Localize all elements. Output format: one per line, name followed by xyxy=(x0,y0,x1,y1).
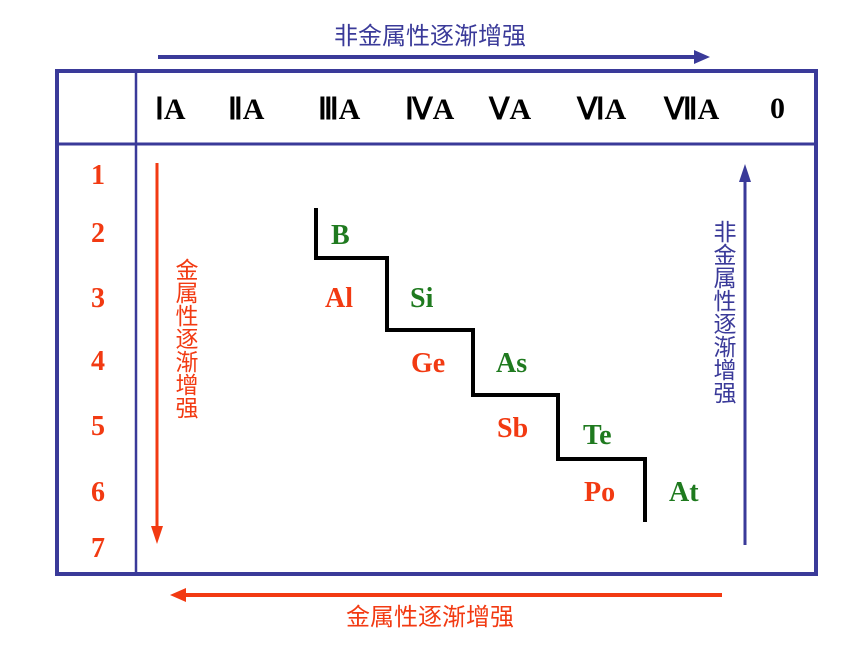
element-at: At xyxy=(669,477,699,508)
period-1: 1 xyxy=(91,160,105,191)
period-2: 2 xyxy=(91,218,105,249)
element-as: As xyxy=(496,348,528,379)
group-header-2a: ⅡA xyxy=(228,93,265,126)
group-header-6a: ⅥA xyxy=(577,93,627,126)
element-po: Po xyxy=(584,477,616,508)
top-arrow xyxy=(158,50,710,64)
metal-nonmetal-boundary xyxy=(314,208,647,522)
group-header-5a: ⅤA xyxy=(489,93,532,126)
element-ge: Ge xyxy=(411,348,446,379)
element-te: Te xyxy=(583,420,612,451)
metallic-trend-caption-bottom: 金属性逐渐增强 xyxy=(346,603,514,631)
left-down-arrow xyxy=(151,163,163,544)
element-b: B xyxy=(331,220,350,251)
group-header-0: 0 xyxy=(770,92,785,125)
group-header-7a: ⅦA xyxy=(664,93,720,126)
period-5: 5 xyxy=(91,411,105,442)
right-up-arrow xyxy=(739,164,751,545)
bottom-arrow xyxy=(170,588,722,602)
nonmetallic-trend-caption-right: 非金属性逐渐增强 xyxy=(709,220,735,404)
group-header-3a: ⅢA xyxy=(318,93,361,126)
group-header-4a: ⅣA xyxy=(405,93,455,126)
period-3: 3 xyxy=(91,283,105,314)
nonmetallic-trend-caption-top: 非金属性逐渐增强 xyxy=(334,22,526,50)
element-sb: Sb xyxy=(497,413,529,444)
group-header-1a: ⅠA xyxy=(155,93,186,126)
table-outer-frame xyxy=(55,69,818,576)
element-si: Si xyxy=(410,283,434,314)
metallic-trend-caption-left: 金属性逐渐增强 xyxy=(171,258,197,419)
period-4: 4 xyxy=(91,346,105,377)
element-al: Al xyxy=(325,283,353,314)
period-6: 6 xyxy=(91,477,105,508)
period-7: 7 xyxy=(91,533,105,564)
